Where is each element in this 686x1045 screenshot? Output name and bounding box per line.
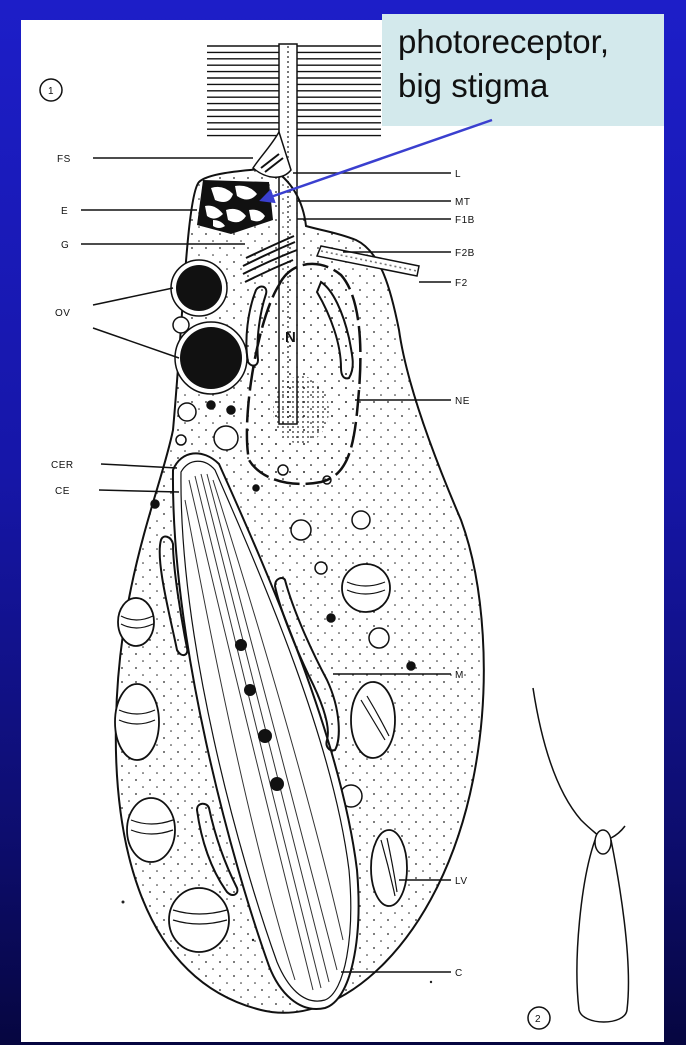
label-M: M [455, 670, 464, 681]
label-E: E [61, 206, 68, 217]
cell-diagram-svg: 1 [21, 20, 664, 1042]
svg-text:2: 2 [535, 1014, 541, 1025]
figure-2-cell [533, 688, 628, 1022]
label-C: C [455, 968, 463, 979]
label-LV: LV [455, 876, 468, 887]
oil-vesicle-2 [175, 322, 247, 394]
label-F2B: F2B [455, 248, 475, 259]
label-G: G [61, 240, 69, 251]
callout-line-2: big stigma [398, 64, 654, 108]
figure-number-1: 1 [40, 79, 62, 101]
figure-number-2: 2 [528, 1007, 550, 1029]
label-FS: FS [57, 154, 71, 165]
label-F1B: F1B [455, 215, 475, 226]
label-L: L [455, 169, 461, 180]
svg-text:1: 1 [48, 86, 54, 97]
label-MT: MT [455, 197, 470, 208]
callout-line-1: photoreceptor, [398, 20, 654, 64]
labels-left: FS E G OV CER CE [51, 154, 74, 497]
label-CE: CE [55, 486, 70, 497]
label-CER: CER [51, 460, 74, 471]
photoreceptor-callout: photoreceptor, big stigma [382, 14, 664, 126]
nucleus-symbol: N [285, 329, 296, 346]
cell-diagram: 1 [21, 20, 664, 1042]
label-OV: OV [55, 308, 70, 319]
oil-vesicle-1 [171, 260, 227, 316]
label-NE: NE [455, 396, 470, 407]
label-F2: F2 [455, 278, 468, 289]
